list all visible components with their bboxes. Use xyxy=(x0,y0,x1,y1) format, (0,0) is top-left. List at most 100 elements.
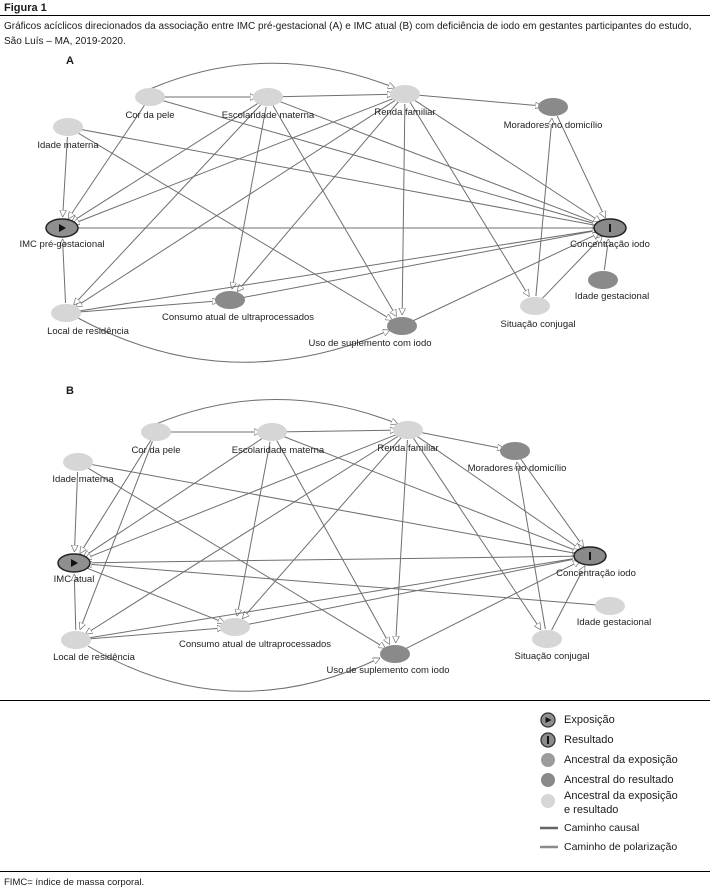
edge-idade_materna-to-iodo xyxy=(77,128,599,226)
legend-outcome: Resultado xyxy=(564,734,614,746)
node-label: Escolaridade materna xyxy=(222,110,315,121)
edge-consumo-to-iodo xyxy=(239,230,599,299)
node-imc: IMC atual xyxy=(54,553,95,585)
node-iodo: Concentração iodo xyxy=(556,546,636,579)
edge-local-to-iodo xyxy=(75,230,599,312)
node-label: Renda familiar xyxy=(374,107,435,118)
legend-ancestor-outcome: Ancestral do resultado xyxy=(564,774,674,786)
edge-renda-to-local xyxy=(85,434,400,635)
edge-escolaridade-to-renda xyxy=(277,94,394,97)
node-label: Escolaridade materna xyxy=(232,445,325,456)
edge-escolaridade-to-consumo xyxy=(237,441,271,616)
edge-cor_pele-to-imc xyxy=(68,105,145,219)
edge-local-to-consumo xyxy=(75,301,219,313)
edge-renda-to-local xyxy=(75,99,397,307)
node-renda: Renda familiar xyxy=(377,421,439,454)
node-label: IMC pré-gestacional xyxy=(19,239,104,250)
legend-ancestor-exposure: Ancestral da exposição xyxy=(564,754,678,766)
edge-cor_pele-to-local xyxy=(80,441,153,629)
legend-ancestor-both: Ancestral da exposição xyxy=(564,790,678,802)
figure-caption: Gráficos acíclicos direcionados da assoc… xyxy=(4,21,692,47)
node-idade-materna: Idade materna xyxy=(37,118,99,151)
node-situacao: Situação conjugal xyxy=(515,630,590,662)
node-label: Uso de suplemento com iodo xyxy=(326,665,449,676)
node-suplemento: Uso de suplemento com iodo xyxy=(326,645,450,676)
edge-renda-to-moradores xyxy=(417,431,504,449)
node-label: Situação conjugal xyxy=(515,651,590,662)
legend-biasing-path: Caminho de polarização xyxy=(564,841,678,853)
edge-idade_materna-to-imc xyxy=(63,136,68,217)
bar-icon xyxy=(609,224,611,232)
edge-renda-to-moradores xyxy=(414,94,542,106)
edge-imc-to-iodo xyxy=(83,556,579,564)
edge-escolaridade-to-local xyxy=(74,103,262,305)
node-label: Concentração iodo xyxy=(570,239,650,250)
node-cor-pele: Cor da pele xyxy=(131,423,181,456)
ancestor-exposure-node-icon xyxy=(541,753,555,767)
node-label: Idade gestacional xyxy=(577,617,651,628)
edge-idade_materna-to-suplemento xyxy=(76,131,393,321)
node-moradores: Moradores no domicílio xyxy=(468,442,567,474)
node-moradores: Moradores no domicílio xyxy=(504,98,602,131)
node-escolaridade: Escolaridade materna xyxy=(232,423,325,456)
edge-renda-to-situacao xyxy=(409,102,530,297)
edge-idade_gest-to-imc xyxy=(85,564,601,606)
edge-situacao-to-moradores xyxy=(517,462,546,630)
edge-escolaridade-to-renda xyxy=(281,430,397,432)
edge-renda-to-situacao xyxy=(413,438,541,630)
ancestor-both-node-icon xyxy=(541,794,555,808)
node-label: Renda familiar xyxy=(377,443,438,454)
edge-renda-to-consumo xyxy=(242,437,402,619)
edge-escolaridade-to-iodo xyxy=(281,435,579,552)
edge-suplemento-to-iodo xyxy=(403,560,580,650)
node-consumo: Consumo atual de ultraprocessados xyxy=(162,291,314,323)
edge-escolaridade-to-imc xyxy=(83,437,264,557)
edge-cor_pele-to-imc xyxy=(79,440,152,553)
node-label: Moradores no domicílio xyxy=(468,463,567,474)
panel-b-label: B xyxy=(66,385,74,397)
edge-moradores-to-iodo xyxy=(520,458,584,547)
node-label: Concentração iodo xyxy=(556,568,636,579)
edge-local-to-iodo xyxy=(85,558,579,639)
edge-idade_materna-to-imc xyxy=(74,471,77,552)
edge-local-to-imc xyxy=(63,239,66,304)
footnote-rule xyxy=(0,871,710,872)
legend-exposure: Exposição xyxy=(564,714,615,726)
edges xyxy=(74,399,601,692)
node-situacao: Situação conjugal xyxy=(501,297,576,330)
node-idade-gest: Idade gestacional xyxy=(577,597,651,628)
node-label: Consumo atual de ultraprocessados xyxy=(179,639,331,650)
bar-icon xyxy=(589,552,591,560)
node-consumo: Consumo atual de ultraprocessados xyxy=(179,618,331,650)
ancestor-outcome-node-icon xyxy=(541,773,555,787)
edge-moradores-to-iodo xyxy=(556,115,605,218)
node-iodo: Concentração iodo xyxy=(570,218,650,250)
edge-curved-0 xyxy=(155,399,398,425)
exposure-node-icon xyxy=(540,712,556,728)
footnote: FIMC= índice de massa corporal. xyxy=(4,877,145,888)
edge-renda-to-imc xyxy=(72,97,396,224)
node-label: Consumo atual de ultraprocessados xyxy=(162,312,314,323)
node-label: Idade materna xyxy=(37,140,99,151)
edge-escolaridade-to-suplemento xyxy=(272,105,397,317)
node-label: Uso de suplemento com iodo xyxy=(308,338,431,349)
legend-rule xyxy=(0,700,710,701)
node-label: IMC atual xyxy=(54,574,95,585)
edge-consumo-to-iodo xyxy=(244,558,579,626)
node-label: Idade gestacional xyxy=(575,291,649,302)
edge-escolaridade-to-iodo xyxy=(277,100,599,224)
node-label: Local de residência xyxy=(53,652,136,663)
edge-curved-1 xyxy=(87,645,380,692)
edge-cor_pele-to-iodo xyxy=(159,99,600,225)
edges xyxy=(63,62,609,363)
edge-local-to-consumo xyxy=(85,628,224,640)
figure-title: Figura 1 xyxy=(4,2,47,14)
edge-escolaridade-to-consumo xyxy=(232,106,267,289)
edge-situacao-to-iodo xyxy=(541,236,602,300)
edge-renda-to-suplemento xyxy=(402,103,405,315)
edge-idade_gest-to-iodo xyxy=(603,239,608,271)
dag-panel-b: Cor da pele Escolaridade materna Renda fam… xyxy=(52,399,651,692)
node-label: Cor da pele xyxy=(125,110,174,121)
node-label: Cor da pele xyxy=(131,445,180,456)
edge-situacao-to-iodo xyxy=(551,566,586,631)
